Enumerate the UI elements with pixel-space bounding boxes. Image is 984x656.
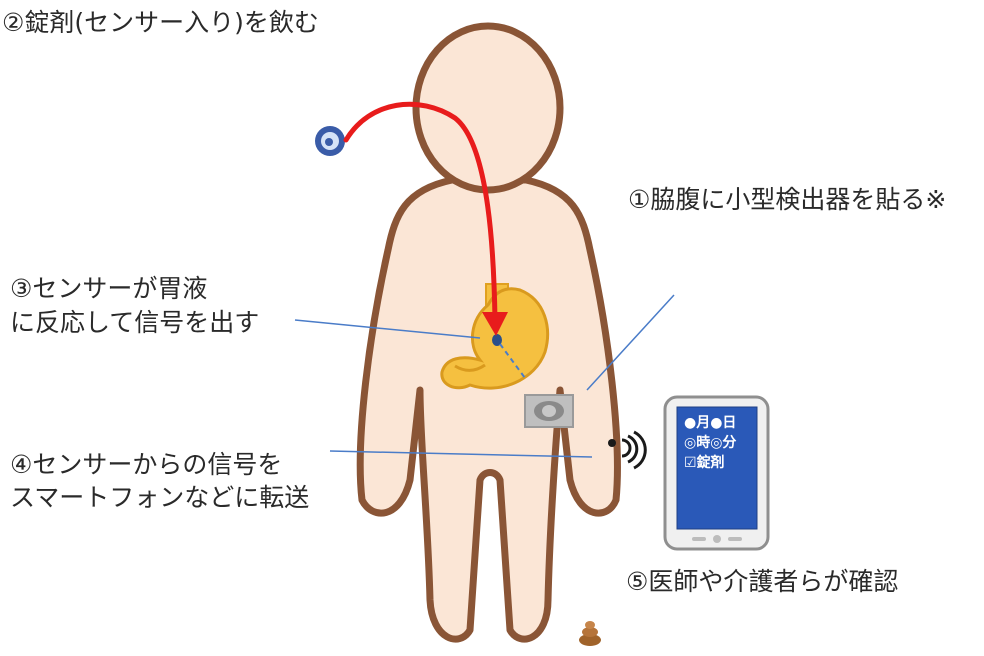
tablet-line-date: ●月●日 (684, 415, 737, 431)
pill-with-sensor-icon (315, 126, 345, 156)
label-step3-line1: ③センサーが胃液 (10, 274, 208, 303)
swallow-arrow (343, 101, 508, 336)
excretion-icon (579, 621, 601, 646)
head (412, 22, 564, 194)
patch-detector-icon (524, 394, 574, 428)
sensor-dot (492, 334, 502, 346)
tablet-screen (677, 407, 757, 529)
label-step2: ②錠剤(センサー入り)を飲む (2, 8, 319, 37)
label-step4-line2: スマートフォンなどに転送 (10, 483, 310, 512)
label-step3-line2: に反応して信号を出す (10, 308, 260, 337)
human-body (356, 22, 621, 643)
label-step5: ⑤医師や介護者らが確認 (626, 567, 899, 596)
pointer-line-step4 (329, 450, 593, 458)
body-outline (356, 176, 621, 643)
wireless-signal-icon (608, 430, 647, 470)
pointer-line-step3 (294, 319, 481, 339)
pointer-line-step1 (586, 294, 675, 391)
label-step1: ①脇腹に小型検出器を貼る※ (628, 185, 947, 214)
tablet-device-icon (663, 395, 770, 551)
stomach-icon (440, 283, 550, 390)
label-step4-line1: ④センサーからの信号を (10, 450, 283, 479)
tablet-line-pill: ☑錠剤 (684, 455, 725, 471)
tablet-line-time: ◎時◎分 (684, 435, 737, 451)
